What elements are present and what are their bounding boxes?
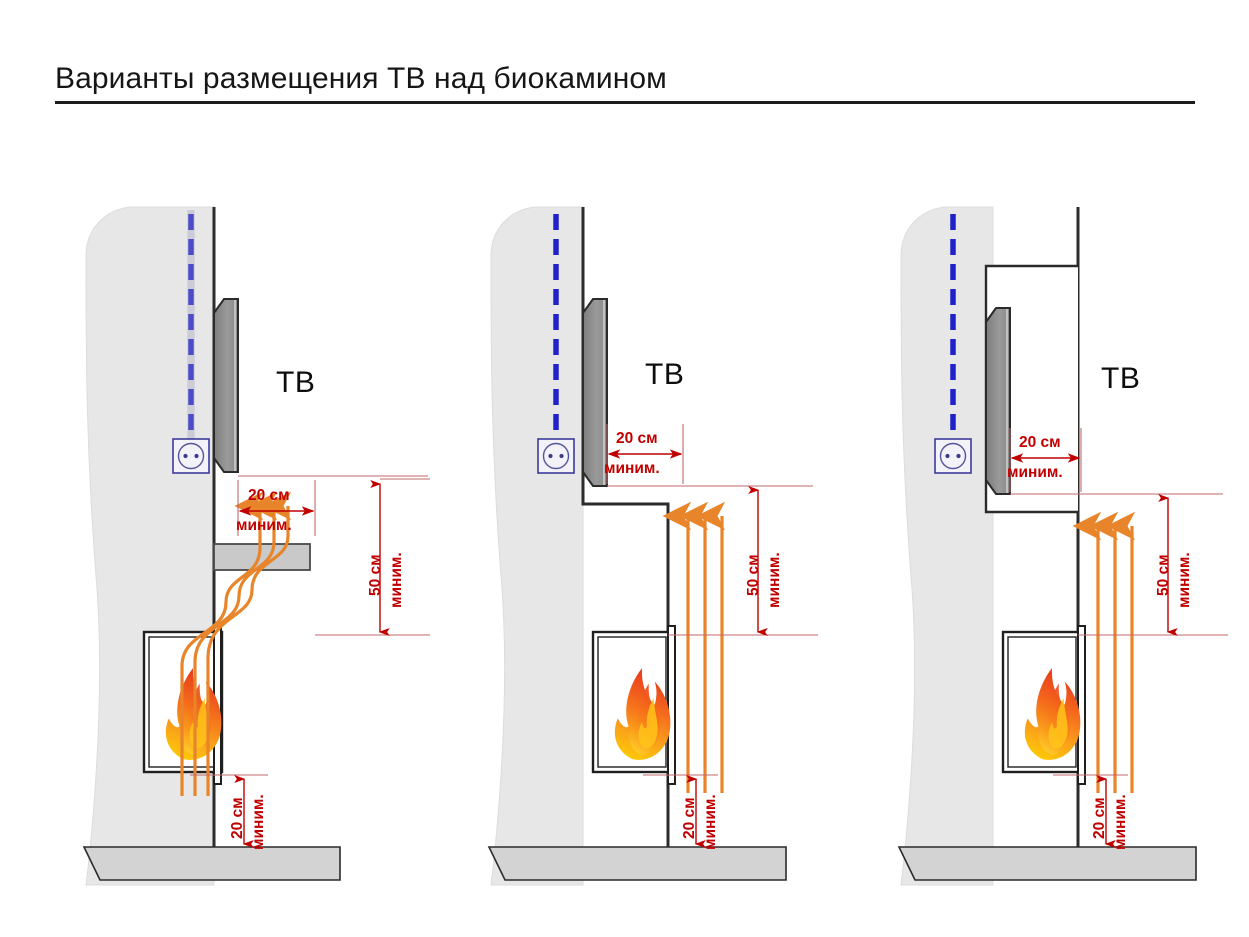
tv-label: ТВ <box>1101 362 1141 395</box>
dimension-vertical-clearance <box>668 485 818 637</box>
dimension-vertical-qualifier: миним. <box>388 552 405 608</box>
panel-variant-3: ТВ 20 см миним. 50 см миним. 20 см миним… <box>893 196 1249 896</box>
power-socket-icon <box>172 438 210 474</box>
tv-side-profile <box>985 307 1011 495</box>
dimension-horizontal-value: 20 см <box>616 430 658 447</box>
floor-slab <box>897 846 1197 881</box>
power-socket-icon <box>934 438 972 474</box>
dimension-floor-qualifier: миним. <box>250 794 267 850</box>
title-divider <box>55 101 1195 104</box>
panel-2-drawing <box>487 206 818 886</box>
dimension-floor-value: 20 см <box>681 797 698 839</box>
dimension-floor-clearance <box>190 774 268 849</box>
dimension-vertical-value: 50 см <box>367 554 384 596</box>
dimension-horizontal-value: 20 см <box>248 487 290 504</box>
dimension-floor-value: 20 см <box>1091 797 1108 839</box>
dimension-vertical-clearance <box>315 478 430 637</box>
wall-silhouette <box>900 206 994 886</box>
tv-side-profile <box>213 298 239 473</box>
dimension-floor-qualifier: миним. <box>1112 794 1129 850</box>
panel-variant-1: ТВ 20 см миним. 50 см миним. 20 см миним… <box>78 196 478 896</box>
heat-flow-arrows <box>1072 511 1136 793</box>
dimension-horizontal-clearance <box>1009 428 1223 495</box>
dimension-horizontal-qualifier: миним. <box>604 460 660 477</box>
heat-flow-arrows <box>180 491 292 796</box>
tv-label: ТВ <box>276 366 316 399</box>
tv-side-profile <box>582 298 608 487</box>
floor-slab <box>82 846 341 881</box>
wall-silhouette <box>490 206 584 886</box>
heat-flow-arrows <box>662 501 726 793</box>
floor-slab <box>487 846 787 881</box>
dimension-horizontal-value: 20 см <box>1019 434 1061 451</box>
flame-icon <box>1024 667 1081 760</box>
dimension-horizontal-clearance <box>237 475 428 536</box>
dimension-floor-clearance <box>1053 774 1128 849</box>
dimension-vertical-qualifier: миним. <box>766 552 783 608</box>
tv-label: ТВ <box>645 358 685 391</box>
panel-3-drawing <box>897 206 1228 886</box>
dimension-horizontal-qualifier: миним. <box>1007 464 1063 481</box>
dimension-floor-clearance <box>643 774 718 849</box>
panel-variant-2: ТВ 20 см миним. 50 см миним. 20 см миним… <box>483 196 883 896</box>
power-socket-icon <box>537 438 575 474</box>
flame-icon <box>614 667 671 760</box>
dimension-horizontal-clearance <box>606 424 813 487</box>
dimension-horizontal-qualifier: миним. <box>236 517 292 534</box>
page-title: Варианты размещения ТВ над биокамином <box>55 62 667 95</box>
page-title-block: Варианты размещения ТВ над биокамином <box>55 62 1195 104</box>
dimension-vertical-clearance <box>1078 493 1228 637</box>
dimension-vertical-qualifier: миним. <box>1176 552 1193 608</box>
dimension-vertical-value: 50 см <box>1155 554 1172 596</box>
panel-1-drawing <box>82 206 430 886</box>
dimension-floor-qualifier: миним. <box>702 794 719 850</box>
dimension-vertical-value: 50 см <box>745 554 762 596</box>
dimension-floor-value: 20 см <box>229 797 246 839</box>
